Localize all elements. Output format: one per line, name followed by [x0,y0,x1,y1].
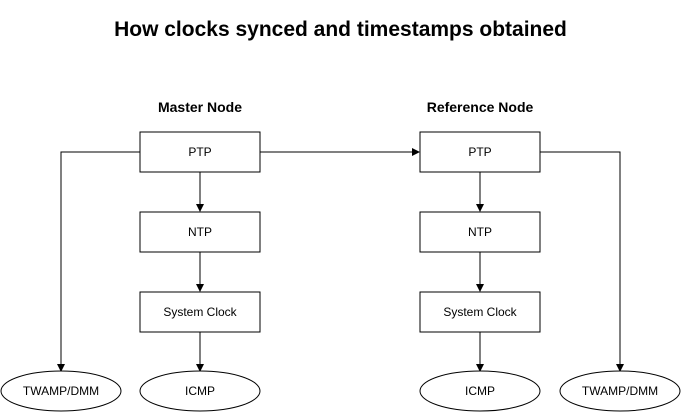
reference-node-heading: Reference Node [426,99,534,115]
master-twamp-ellipse: TWAMP/DMM [0,370,122,412]
master-ntp-label: NTP [188,225,212,239]
reference-twamp-ellipse: TWAMP/DMM [559,370,681,412]
reference-system-clock-label: System Clock [443,305,517,319]
master-system-clock-box: System Clock [139,291,261,333]
reference-ptp-box: PTP [419,131,541,173]
master-ptp-to-twamp-connector [57,151,140,372]
reference-ntp-label: NTP [468,225,492,239]
reference-system-clock-box: System Clock [419,291,541,333]
master-ptp-label: PTP [188,145,211,159]
master-ptp-box: PTP [139,131,261,173]
master-system-clock-label: System Clock [163,305,237,319]
master-icmp-label: ICMP [185,384,215,398]
master-twamp-label: TWAMP/DMM [23,384,99,398]
reference-icmp-ellipse: ICMP [419,370,541,412]
diagram-title: How clocks synced and timestamps obtaine… [114,18,567,41]
master-ntp-box: NTP [139,211,261,253]
reference-ntp-box: NTP [419,211,541,253]
reference-icmp-label: ICMP [465,384,495,398]
reference-ptp-to-twamp-connector [540,151,624,372]
master-node-heading: Master Node [157,99,243,115]
reference-twamp-label: TWAMP/DMM [582,384,658,398]
reference-ptp-label: PTP [468,145,491,159]
master-icmp-ellipse: ICMP [139,370,261,412]
